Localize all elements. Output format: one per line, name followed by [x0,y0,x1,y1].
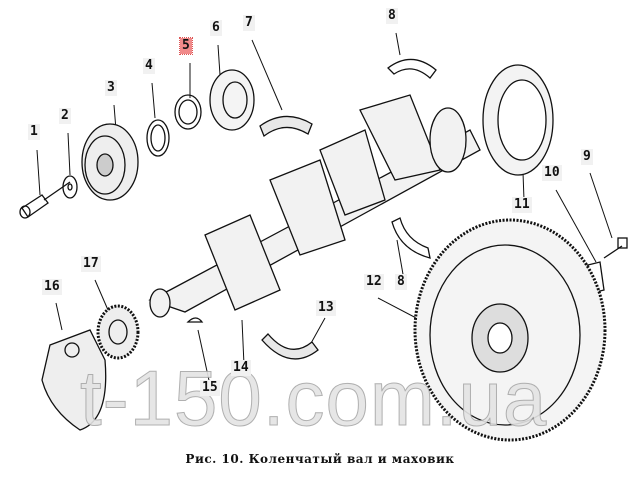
label-16: 16 [42,279,62,295]
part-flywheel [413,218,607,442]
label-8-lower: 8 [395,274,407,290]
watermark: t-150.com.ua [79,354,548,442]
label-14: 14 [231,360,251,376]
part-bolt [19,181,71,219]
label-12: 12 [364,274,384,290]
part-thrust-plate [209,69,255,131]
figure-caption: Рис. 10. Коленчатый вал и маховик [185,452,455,466]
label-1: 1 [28,124,40,140]
part-crankshaft [148,94,481,318]
part-flywheel-bolt [603,237,628,259]
label-8: 8 [386,8,398,24]
label-15: 15 [200,380,220,396]
part-counterweight [41,329,107,431]
label-10: 10 [542,165,562,181]
label-2: 2 [59,108,71,124]
part-half-ring [387,58,437,79]
label-7: 7 [243,15,255,31]
leader-lines [36,32,613,386]
part-seal-ring [482,64,554,176]
label-9: 9 [581,149,593,165]
label-4: 4 [143,58,155,74]
part-bearing-shell-upper [259,115,313,138]
part-key [186,317,204,323]
part-ring [146,119,170,157]
label-13: 13 [316,300,336,316]
label-3: 3 [105,80,117,96]
part-pulley [81,123,139,201]
part-gear [96,304,140,360]
label-17: 17 [81,256,101,272]
label-11: 11 [512,197,532,213]
part-washer [62,175,78,199]
part-half-ring-lower [391,217,431,259]
label-6: 6 [210,20,222,36]
part-lock-washer [174,94,202,130]
label-5: 5 [179,37,193,55]
part-bearing-shell-lower [261,333,319,360]
